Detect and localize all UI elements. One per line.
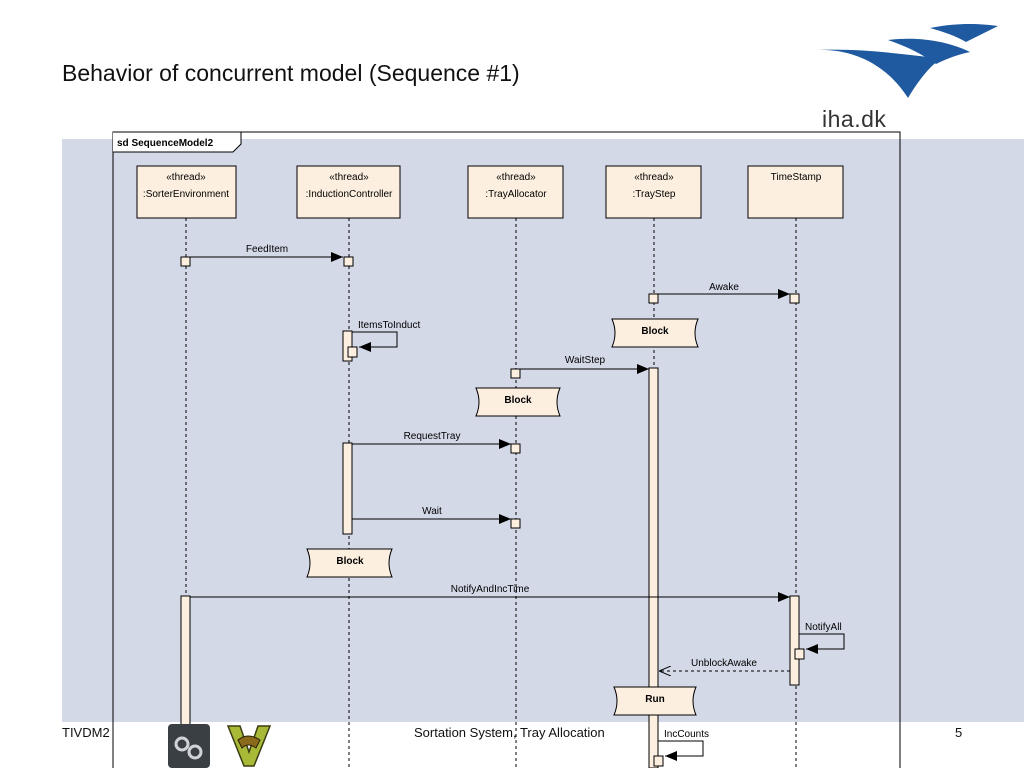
frame-label: sd SequenceModel2: [117, 138, 214, 149]
message-label: NotifyAll: [805, 622, 842, 633]
vdmtools-icon: [168, 724, 210, 768]
lifeline-stereotype: «thread»: [634, 172, 674, 183]
state-block-tray-allocator: Block: [475, 387, 561, 417]
message-label: Wait: [422, 506, 442, 517]
diagram-frame: [112, 131, 901, 768]
page-number: 5: [955, 725, 963, 740]
message-label: NotifyAndIncTime: [451, 584, 530, 595]
activation-bar-sorter: [180, 595, 191, 768]
content-background-band: [62, 139, 1024, 722]
message-label: FeedItem: [246, 244, 288, 255]
state-label: Block: [641, 326, 669, 337]
lifeline-name: TimeStamp: [771, 172, 822, 183]
slide-title: Behavior of concurrent model (Sequence #…: [62, 60, 520, 86]
message-request-tray: RequestTray: [352, 431, 521, 454]
lifeline-header-sorter-environment: «thread» :SorterEnvironment: [136, 165, 237, 219]
lifeline-name: :TrayStep: [633, 189, 676, 200]
lifeline-header-induction-controller: «thread» :InductionController: [296, 165, 401, 219]
lifeline-stereotype: «thread»: [496, 172, 536, 183]
message-feed-item: FeedItem: [180, 244, 354, 267]
footer-course-code: TIVDM2: [62, 725, 110, 740]
message-wait-step: WaitStep: [510, 355, 649, 379]
activation-bar-tray-step: [648, 367, 659, 768]
state-label: Block: [336, 556, 364, 567]
state-block-tray-step: Block: [611, 318, 699, 348]
lifeline-name: :SorterEnvironment: [143, 189, 229, 200]
footer-presentation-title: Sortation System, Tray Allocation: [414, 725, 605, 740]
lifeline-header-tray-allocator: «thread» :TrayAllocator: [467, 165, 564, 219]
state-label: Run: [645, 694, 664, 705]
lifeline-header-timestamp: TimeStamp: [747, 165, 844, 219]
activation-bar-timestamp: [789, 595, 800, 686]
vdm-logo-icon: [226, 725, 272, 767]
lifeline-header-tray-step: «thread» :TrayStep: [605, 165, 702, 219]
message-label: ItemsToInduct: [358, 320, 420, 331]
frame-label-tab: [113, 131, 242, 153]
state-run-tray-step: Run: [613, 686, 697, 716]
message-label: RequestTray: [404, 431, 461, 442]
message-items-to-induct: ItemsToInduct: [347, 320, 420, 358]
message-label: IncCounts: [664, 729, 709, 740]
message-awake: Awake: [648, 282, 800, 304]
activation-bar-induction-1: [342, 330, 353, 362]
logo-text: iha.dk: [822, 106, 887, 132]
state-block-induction-controller: Block: [306, 548, 393, 578]
lifeline-stereotype: «thread»: [166, 172, 206, 183]
iha-logo-icon: [814, 24, 998, 98]
message-inc-counts: IncCounts: [653, 729, 709, 767]
lifeline-name: :TrayAllocator: [485, 189, 547, 200]
message-label: WaitStep: [565, 355, 606, 366]
message-unblock-awake: UnblockAwake: [659, 658, 790, 671]
lifeline-stereotype: «thread»: [329, 172, 369, 183]
message-label: UnblockAwake: [691, 658, 757, 669]
message-wait: Wait: [352, 506, 521, 529]
message-notify-and-inc-time: NotifyAndIncTime: [190, 584, 790, 602]
message-label: Awake: [709, 282, 739, 293]
state-label: Block: [504, 395, 532, 406]
lifeline-name: :InductionController: [306, 189, 393, 200]
message-notify-all: NotifyAll: [794, 622, 845, 660]
activation-bar-induction-2: [342, 442, 353, 535]
